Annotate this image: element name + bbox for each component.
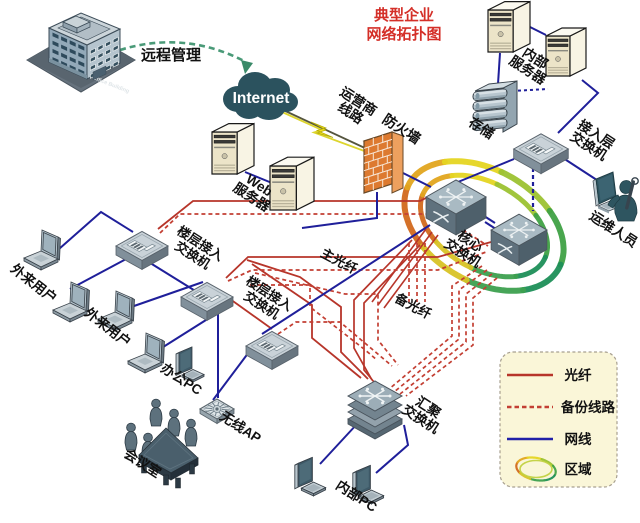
svg-text:网络拓扑图: 网络拓扑图: [366, 25, 441, 43]
svg-text:Web服务器: Web服务器: [231, 168, 281, 215]
svg-text:Internet: Internet: [233, 90, 290, 107]
svg-text:备份线路: 备份线路: [560, 399, 615, 415]
svg-text:远程管理: 远程管理: [141, 46, 201, 64]
svg-text:典型企业: 典型企业: [374, 6, 434, 24]
svg-text:网线: 网线: [565, 431, 593, 447]
svg-text:区域: 区域: [565, 461, 593, 477]
svg-text:光纤: 光纤: [564, 367, 593, 383]
